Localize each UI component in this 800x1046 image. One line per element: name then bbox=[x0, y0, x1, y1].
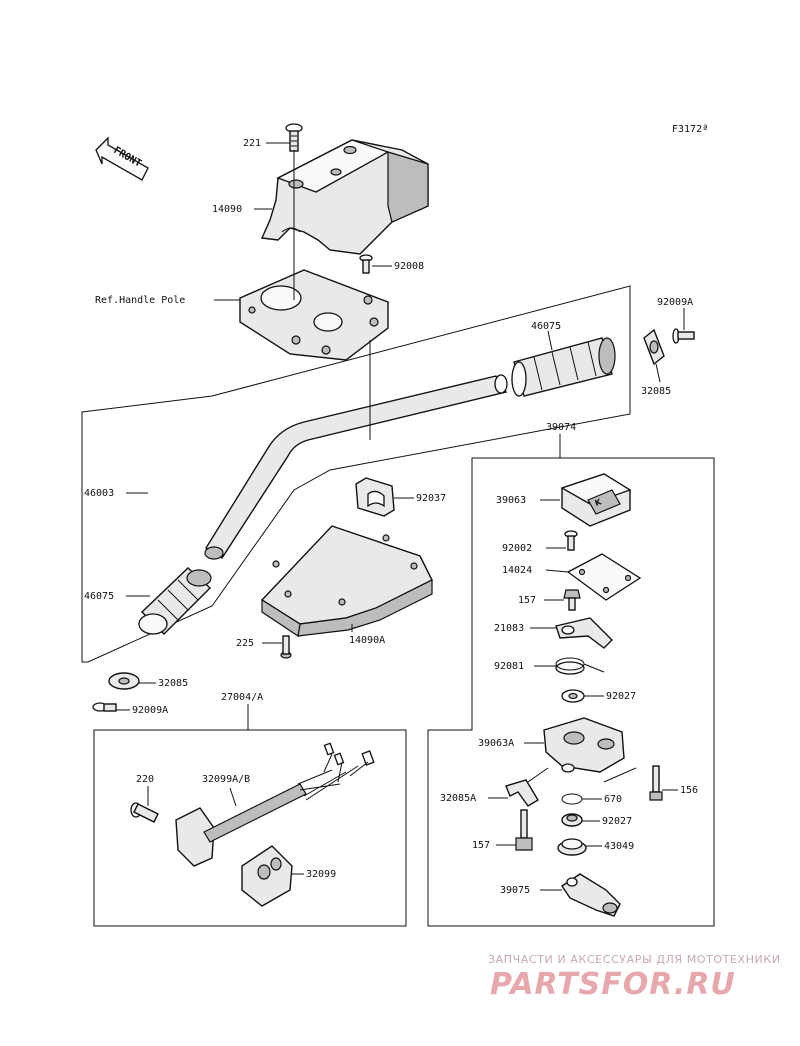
label-32085-left: 32085 bbox=[158, 678, 188, 689]
screw-221-icon bbox=[285, 123, 303, 152]
screw-92009a-top-icon bbox=[672, 328, 695, 344]
watermark-brand: PARTSFOR.RU bbox=[490, 967, 736, 1002]
o-ring-670-icon bbox=[561, 793, 583, 805]
label-32085-top: 32085 bbox=[641, 386, 671, 397]
label-220: 220 bbox=[136, 774, 154, 785]
figure-code: F3172ª bbox=[672, 124, 708, 135]
screw-92002-icon bbox=[564, 530, 578, 551]
bar-end-32085-left-icon bbox=[108, 672, 140, 690]
handle-pole-plate-icon bbox=[239, 269, 389, 361]
switch-housing-32099ab-icon bbox=[175, 742, 375, 867]
label-39063: 39063 bbox=[496, 495, 526, 506]
spring-92081-icon bbox=[555, 657, 605, 675]
switch-27004a-frame bbox=[93, 729, 407, 927]
washer-92027-bottom-icon bbox=[561, 813, 583, 827]
leader-46075-top bbox=[547, 330, 553, 351]
label-92081: 92081 bbox=[494, 661, 524, 672]
label-39063a: 39063A bbox=[478, 738, 514, 749]
screw-156-icon bbox=[649, 765, 663, 801]
label-221: 221 bbox=[243, 138, 261, 149]
label-32099ab: 32099A/B bbox=[202, 774, 250, 785]
label-21083: 21083 bbox=[494, 623, 524, 634]
label-14090a: 14090A bbox=[349, 635, 385, 646]
throttle-39074-frame bbox=[427, 457, 715, 927]
bolt-92008-icon bbox=[359, 254, 373, 274]
switch-case-32099-icon bbox=[241, 845, 293, 907]
screw-157-top-icon bbox=[563, 589, 581, 611]
throttle-cover-39063-icon: K bbox=[560, 473, 632, 527]
label-92027-bottom: 92027 bbox=[602, 816, 632, 827]
label-39074: 39074 bbox=[546, 422, 576, 433]
grip-right-46075-icon bbox=[511, 337, 616, 397]
clip-32085a-icon bbox=[505, 779, 539, 807]
grip-left-46075-icon bbox=[138, 567, 212, 635]
label-46003: 46003 bbox=[84, 488, 114, 499]
bolt-157-bottom-icon bbox=[515, 809, 533, 851]
label-ref-handle-pole: Ref.Handle Pole bbox=[95, 295, 185, 306]
handlebar-46003-frame bbox=[81, 285, 631, 663]
screw-220-icon bbox=[130, 802, 159, 823]
label-92009a-left: 92009A bbox=[132, 705, 168, 716]
label-670: 670 bbox=[604, 794, 622, 805]
seal-43049-icon bbox=[557, 838, 587, 856]
screw-225-icon bbox=[280, 635, 292, 659]
label-92009a-top: 92009A bbox=[657, 297, 693, 308]
leader-32085-top bbox=[655, 363, 661, 383]
label-157-bottom: 157 bbox=[472, 840, 490, 851]
label-46075-left: 46075 bbox=[84, 591, 114, 602]
label-92002: 92002 bbox=[502, 543, 532, 554]
label-225: 225 bbox=[236, 638, 254, 649]
svg-text:K: K bbox=[594, 497, 604, 508]
throttle-lever-39075-icon bbox=[561, 873, 621, 917]
lever-21083-icon bbox=[555, 617, 613, 649]
label-14024: 14024 bbox=[502, 565, 532, 576]
housing-39063a-icon bbox=[543, 717, 625, 773]
label-92037: 92037 bbox=[416, 493, 446, 504]
label-39075: 39075 bbox=[500, 885, 530, 896]
label-43049: 43049 bbox=[604, 841, 634, 852]
label-14090: 14090 bbox=[212, 204, 242, 215]
handlebar-46003-icon bbox=[204, 374, 508, 560]
handle-cover-14090-icon bbox=[260, 139, 429, 255]
label-46075-top: 46075 bbox=[531, 321, 561, 332]
bar-end-32085-top-icon bbox=[643, 328, 665, 366]
screw-92009a-left-icon bbox=[92, 702, 117, 712]
label-92027-top: 92027 bbox=[606, 691, 636, 702]
clamp-92037-icon bbox=[355, 477, 395, 517]
label-92008: 92008 bbox=[394, 261, 424, 272]
front-arrow-icon: FRONT bbox=[95, 136, 149, 181]
leader-32099ab bbox=[229, 787, 237, 807]
lower-cover-14090a-icon bbox=[260, 525, 433, 638]
housing-bracket-lines bbox=[527, 767, 637, 783]
gasket-14024-icon bbox=[566, 553, 642, 601]
label-157-top: 157 bbox=[518, 595, 536, 606]
watermark-tagline: ЗАПЧАСТИ И АКСЕССУАРЫ ДЛЯ МОТОТЕХНИКИ bbox=[488, 953, 781, 966]
leader-14024 bbox=[545, 569, 569, 573]
washer-92027-top-icon bbox=[561, 689, 585, 703]
label-27004a: 27004/A bbox=[221, 692, 263, 703]
label-32099: 32099 bbox=[306, 869, 336, 880]
label-32085a: 32085A bbox=[440, 793, 476, 804]
label-156: 156 bbox=[680, 785, 698, 796]
